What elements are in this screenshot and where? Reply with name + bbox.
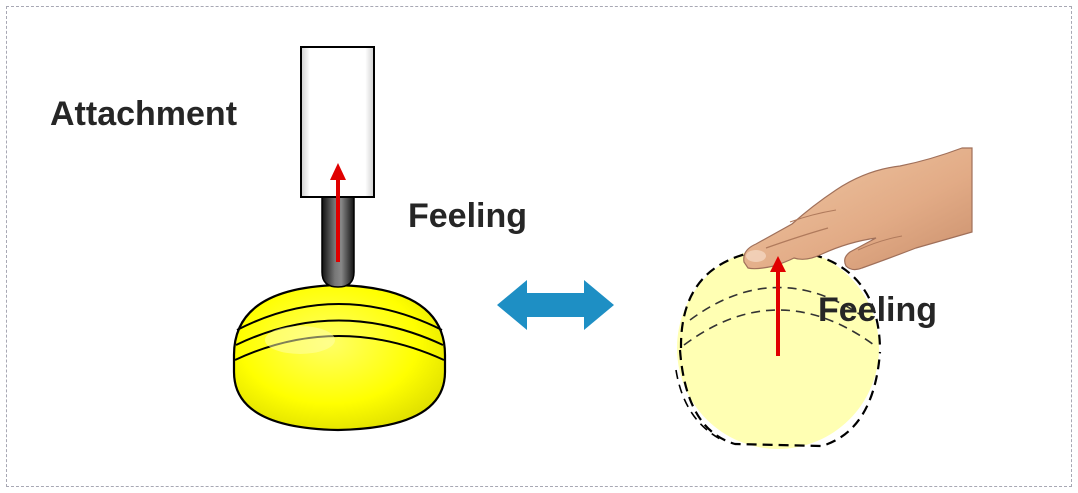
double-arrow-icon — [497, 280, 614, 330]
squashed-yellow-ball — [234, 285, 445, 430]
feeling-label-probe: Feeling — [408, 199, 527, 233]
feeling-label-hand: Feeling — [818, 293, 937, 327]
attachment-label: Attachment — [50, 97, 237, 131]
hand-icon — [744, 148, 972, 270]
